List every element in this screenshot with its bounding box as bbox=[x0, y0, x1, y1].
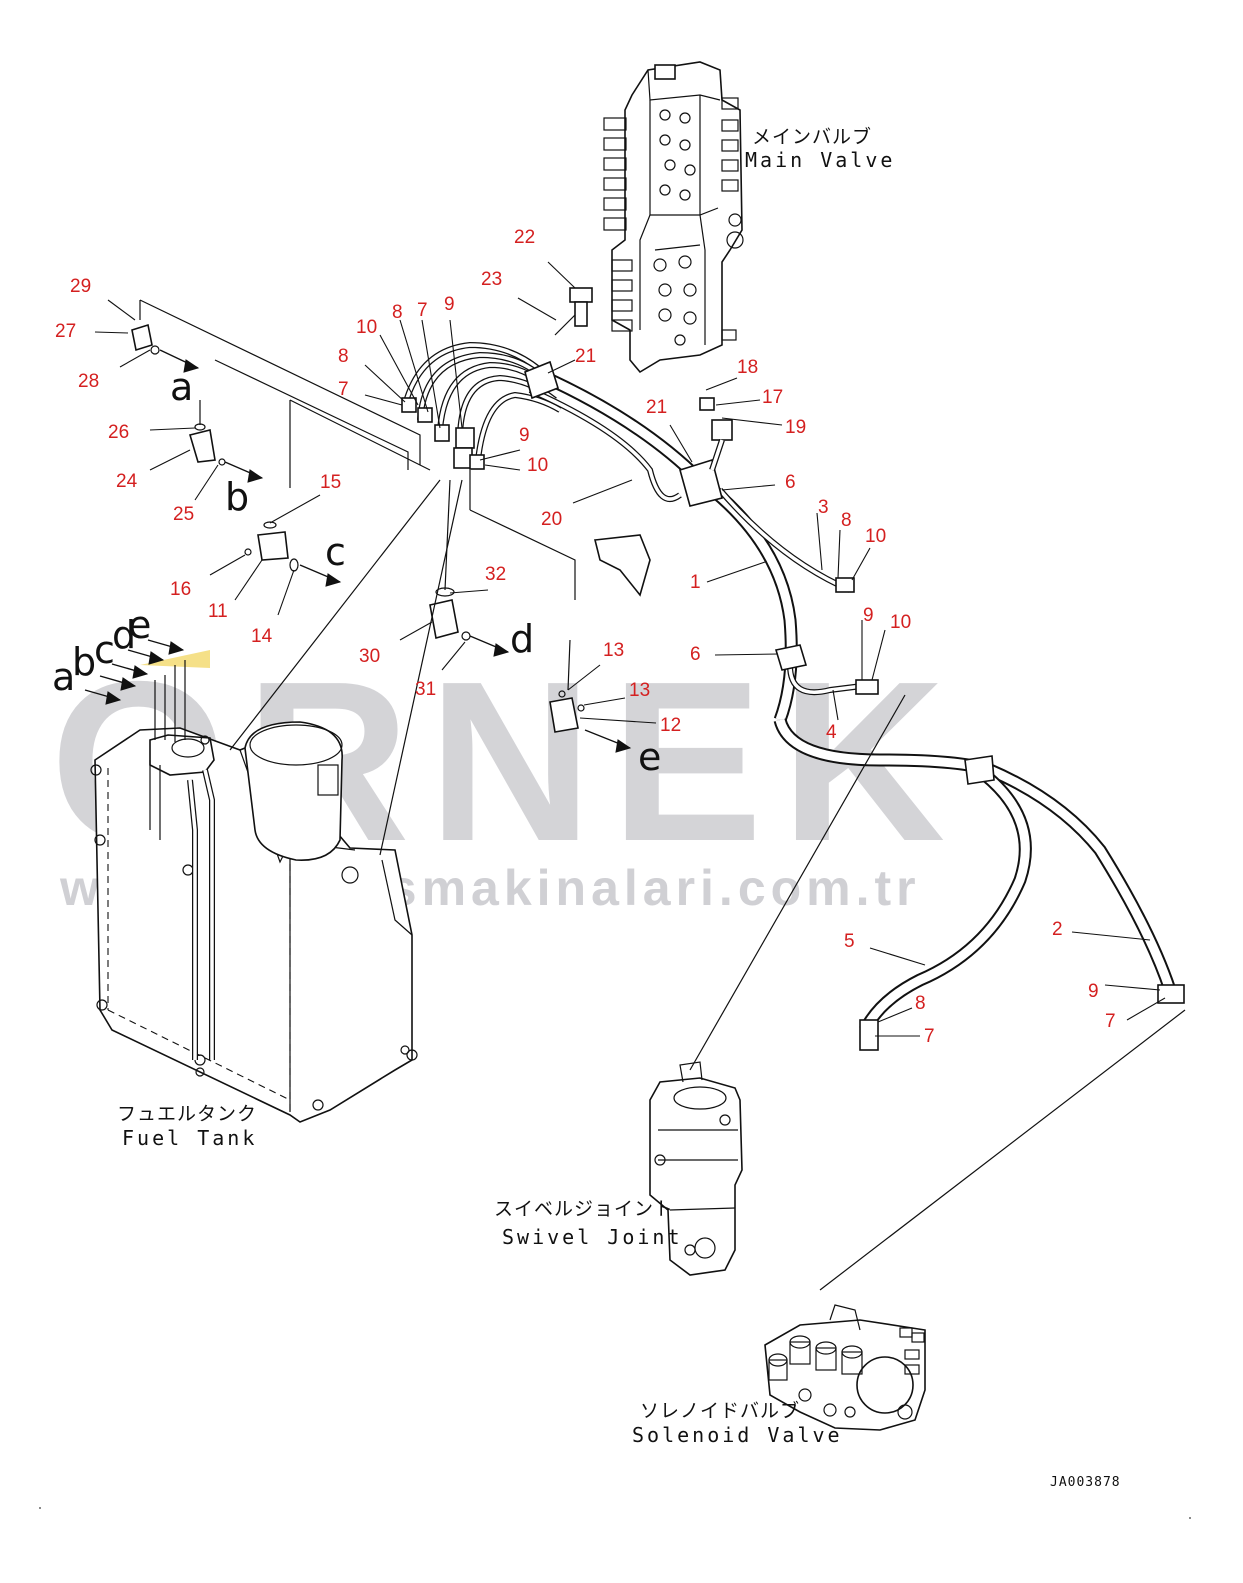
main-valve-label-en: Main Valve bbox=[745, 148, 895, 172]
callout-10a: 10 bbox=[356, 317, 377, 338]
callout-12: 12 bbox=[660, 715, 681, 736]
tank-arrow-letter-a: a bbox=[52, 655, 75, 699]
swivel-joint-label-en: Swivel Joint bbox=[502, 1225, 683, 1249]
callout-numbers: 29 27 28 26 24 25 15 16 11 14 10 8 7 9 8… bbox=[55, 227, 1116, 1047]
callout-8a: 8 bbox=[338, 346, 349, 367]
callout-11: 11 bbox=[208, 601, 228, 622]
callout-3: 3 bbox=[818, 497, 829, 518]
callout-7c: 7 bbox=[1105, 1011, 1116, 1032]
callout-13b: 13 bbox=[629, 680, 650, 701]
callout-16: 16 bbox=[170, 579, 191, 600]
callout-15: 15 bbox=[320, 472, 341, 493]
callout-10c: 10 bbox=[865, 526, 886, 547]
callout-30: 30 bbox=[359, 646, 380, 667]
callout-21b: 21 bbox=[646, 397, 667, 418]
callout-10d: 10 bbox=[890, 612, 911, 633]
callout-28: 28 bbox=[78, 371, 99, 392]
arrow-letter-e: e bbox=[638, 735, 661, 779]
hose-assembly bbox=[401, 287, 1185, 1051]
tank-arrow-letter-c: c bbox=[94, 628, 115, 672]
arrow-letters: a b c d e a b c d e bbox=[52, 365, 661, 779]
callout-20: 20 bbox=[541, 509, 562, 530]
callout-32: 32 bbox=[485, 564, 506, 585]
callout-22: 22 bbox=[514, 227, 535, 248]
arrow-letter-a: a bbox=[170, 365, 193, 409]
drawing-code: JA003878 bbox=[1050, 1475, 1121, 1490]
callout-9b: 9 bbox=[519, 425, 530, 446]
solenoid-valve-label-jp: ソレノイドバルブ bbox=[640, 1399, 800, 1422]
callout-8c: 8 bbox=[841, 510, 852, 531]
callout-21a: 21 bbox=[575, 346, 596, 367]
callout-27: 27 bbox=[55, 321, 76, 342]
solenoid-valve-label-en: Solenoid Valve bbox=[632, 1423, 843, 1447]
callout-17: 17 bbox=[762, 387, 783, 408]
callout-24: 24 bbox=[116, 471, 138, 492]
callout-18: 18 bbox=[737, 357, 758, 378]
loose-fittings bbox=[131, 323, 585, 733]
callout-10b: 10 bbox=[527, 455, 548, 476]
callout-1: 1 bbox=[690, 572, 701, 593]
callout-29: 29 bbox=[70, 276, 91, 297]
callout-13a: 13 bbox=[603, 640, 624, 661]
tank-arrow-letter-b: b bbox=[72, 640, 96, 684]
watermark-accent bbox=[140, 650, 210, 668]
callout-26: 26 bbox=[108, 422, 129, 443]
callout-8b: 8 bbox=[392, 302, 403, 323]
tank-arrow-letter-d: d bbox=[112, 613, 136, 657]
callout-7a: 7 bbox=[338, 379, 349, 400]
direction-arrows bbox=[84, 349, 632, 753]
swivel-joint-label-jp: スイベルジョイント bbox=[494, 1198, 674, 1220]
arrow-letter-d: d bbox=[510, 617, 534, 661]
callout-leaders bbox=[94, 261, 1166, 1037]
callout-9c: 9 bbox=[863, 605, 874, 626]
callout-25: 25 bbox=[173, 504, 194, 525]
swivel-joint-drawing: スイベルジョイント Swivel Joint bbox=[494, 1061, 743, 1276]
callout-9d: 9 bbox=[1088, 981, 1099, 1002]
arrow-letter-b: b bbox=[225, 475, 249, 519]
callout-9a: 9 bbox=[444, 294, 455, 315]
callout-31: 31 bbox=[415, 679, 436, 700]
reference-lines bbox=[139, 299, 1186, 1291]
callout-2: 2 bbox=[1052, 919, 1063, 940]
callout-8d: 8 bbox=[915, 993, 926, 1014]
fuel-tank-label-en: Fuel Tank bbox=[122, 1126, 257, 1150]
callout-14: 14 bbox=[251, 626, 273, 647]
solenoid-valve-drawing: ソレノイドバルブ Solenoid Valve bbox=[632, 1304, 926, 1447]
main-valve-label-jp: メインバルブ bbox=[752, 125, 872, 148]
callout-7d: 7 bbox=[924, 1026, 935, 1047]
callout-23: 23 bbox=[481, 269, 502, 290]
corner-dot bbox=[1189, 1517, 1191, 1519]
fuel-tank-drawing: フュエルタンク Fuel Tank bbox=[90, 721, 418, 1150]
callout-4: 4 bbox=[826, 722, 837, 743]
main-valve-drawing: メインバルブ Main Valve bbox=[603, 61, 895, 374]
callout-19: 19 bbox=[785, 417, 806, 438]
corner-dot bbox=[39, 1507, 41, 1509]
tank-arrow-letter-e: e bbox=[128, 603, 151, 647]
fuel-tank-label-jp: フュエルタンク bbox=[117, 1103, 257, 1125]
arrow-letter-c: c bbox=[325, 530, 346, 574]
callout-6a: 6 bbox=[785, 472, 796, 493]
callout-6b: 6 bbox=[690, 644, 701, 665]
callout-5: 5 bbox=[844, 931, 855, 952]
callout-7b: 7 bbox=[417, 300, 428, 321]
